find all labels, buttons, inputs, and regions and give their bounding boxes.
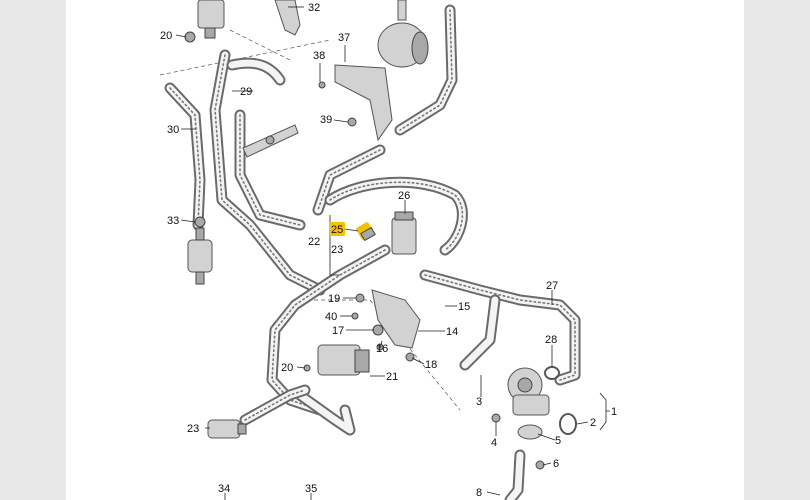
part-solenoid-valve-top [197,0,225,39]
label-21: 21 [386,371,398,383]
label-14: 14 [446,326,458,338]
label-1: 1 [611,406,617,418]
label-20-top: 20 [160,30,172,42]
part-filter-33 [187,227,213,285]
label-20-lower: 20 [281,362,293,374]
label-30: 30 [167,124,179,136]
part-vacuum-reservoir-36 [377,0,429,68]
label-6: 6 [553,458,559,470]
label-2: 2 [590,417,596,429]
vacuum-hoses [164,4,581,500]
label-40: 40 [325,311,337,323]
label-29: 29 [240,86,252,98]
label-17: 17 [332,325,344,337]
label-28: 28 [545,334,557,346]
label-19: 19 [328,293,340,305]
label-35: 35 [305,483,317,495]
label-36: 36 [396,0,408,1]
label-25: 25 [331,224,343,236]
part-valve-23 [207,419,247,439]
part-clip-28 [544,366,560,380]
part-solenoid-valve-21 [317,344,370,376]
part-check-valve-25 [356,222,376,242]
leader-lines [175,6,610,500]
label-23-upper: 23 [331,244,343,256]
label-34: 34 [218,483,230,495]
part-bracket-14 [371,289,421,349]
part-bracket-37 [334,64,393,142]
part-number-labels: 32 36 20 37 38 29 39 30 26 33 25 22 23 2… [160,0,617,499]
label-18: 18 [425,359,437,371]
label-38: 38 [313,50,325,62]
label-26: 26 [398,190,410,202]
part-valve-26 [391,211,417,255]
part-gasket-5 [517,424,543,440]
part-bracket-32 [274,0,301,36]
part-o-ring-2 [559,413,577,435]
part-connector-pipe [242,124,299,158]
part-clamps [184,31,545,470]
label-22: 22 [308,236,320,248]
label-4: 4 [491,437,497,449]
label-33: 33 [167,215,179,227]
label-39: 39 [320,114,332,126]
label-32: 32 [308,2,320,14]
label-5: 5 [555,435,561,447]
label-16: 16 [376,343,388,355]
label-3: 3 [476,396,482,408]
part-egr-valve-1 [507,367,550,416]
label-37: 37 [338,32,350,44]
label-15: 15 [458,301,470,313]
label-23-lower: 23 [187,423,199,435]
label-27: 27 [546,280,558,292]
label-8: 8 [476,487,482,499]
